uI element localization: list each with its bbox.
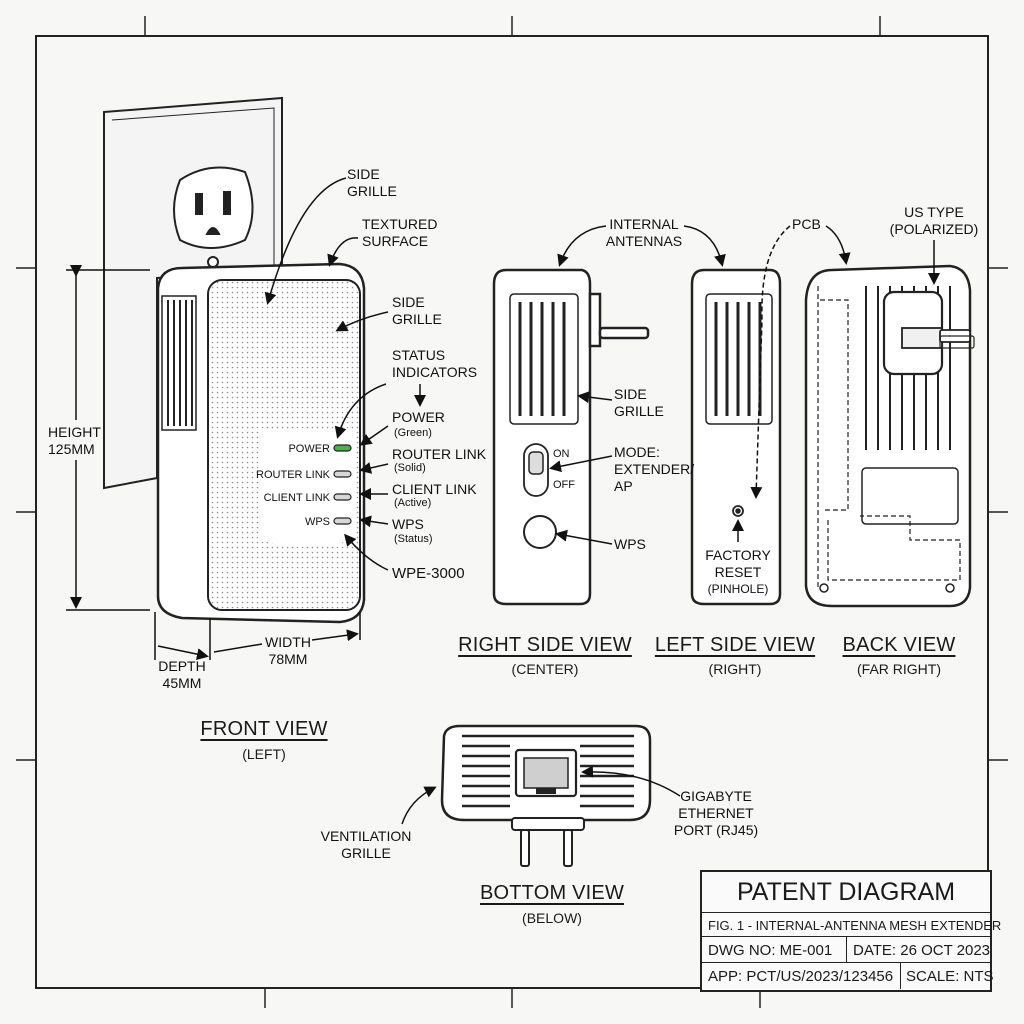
bottom-device [440, 724, 652, 867]
status-router-link-state: (Solid) [394, 462, 426, 474]
status-router-link-name: ROUTER LINK [392, 446, 487, 462]
led-label-power: POWER [288, 443, 330, 455]
left-side-view-title: LEFT SIDE VIEW [654, 634, 816, 656]
callout-wps-button: WPS [614, 536, 646, 552]
status-wps-state: (Status) [394, 533, 433, 545]
front-view-title: FRONT VIEW [200, 718, 328, 740]
title-block: PATENT DIAGRAM FIG. 1 - INTERNAL-ANTENNA… [700, 870, 1001, 992]
front-side-grille [167, 300, 193, 426]
title-block-dwg-row: DWG NO: ME-001 DATE: 26 OCT 2023 [702, 936, 990, 963]
callout-internal-antennas: INTERNAL ANTENNAS [605, 216, 683, 249]
wall-outlet [103, 96, 283, 490]
callout-pcb: PCB [792, 216, 821, 232]
led-indicators [333, 444, 352, 525]
right-side-view-title: RIGHT SIDE VIEW [458, 634, 632, 656]
led-label-wps: WPS [304, 516, 330, 528]
title-block-drawing-no: DWG NO: ME-001 [708, 941, 833, 959]
model-number: WPE-3000 [392, 565, 465, 582]
title-block-application: APP: PCT/US/2023/123456 [708, 967, 894, 985]
frame-ticks [16, 16, 1008, 1008]
title-block-scale: SCALE: NTS [906, 967, 994, 985]
callout-us-plug-type: US TYPE (POLARIZED) [889, 204, 979, 237]
switch-on-label: ON [553, 448, 570, 460]
callout-right-side-grille: SIDE GRILLE [614, 386, 664, 419]
title-block-figure-row: FIG. 1 - INTERNAL-ANTENNA MESH EXTENDER [702, 912, 1001, 937]
dimension-depth: DEPTH 45mm [158, 658, 206, 691]
status-client-link-name: CLIENT LINK [392, 481, 477, 497]
title-block-app-row: APP: PCT/US/2023/123456 SCALE: NTS [702, 962, 994, 989]
callout-status-indicators: STATUS INDICATORS [392, 347, 478, 380]
title-block-heading: PATENT DIAGRAM [736, 877, 956, 906]
callout-mode-switch: MODE: EXTENDER/ AP [614, 444, 695, 494]
right-side-view-subtitle: (CENTER) [511, 661, 579, 677]
led-label-router-link: ROUTER LINK [256, 469, 330, 481]
back-view-subtitle: (FAR RIGHT) [857, 661, 941, 677]
left-side-view-subtitle: (RIGHT) [708, 661, 762, 677]
title-block-date: DATE: 26 OCT 2023 [853, 941, 991, 959]
callout-side-grille-top: SIDE GRILLE [347, 166, 397, 199]
switch-off-label: OFF [553, 479, 575, 491]
callout-factory-reset: FACTORY RESET [705, 547, 771, 580]
callout-textured-surface: TEXTURED SURFACE [362, 216, 438, 249]
back-device [804, 264, 975, 608]
front-device-body [156, 262, 366, 624]
bottom-view-title: BOTTOM VIEW [479, 882, 625, 904]
dimension-height: HEIGHT 125mm [48, 424, 101, 457]
callout-pinhole: (PINHOLE) [707, 582, 769, 596]
status-power-name: POWER [392, 409, 445, 425]
callout-ventilation-grille: VENTILATION GRILLE [320, 828, 412, 861]
bottom-view-subtitle: (BELOW) [522, 910, 582, 926]
status-client-link-state: (Active) [394, 497, 432, 509]
front-view-subtitle: (LEFT) [242, 746, 286, 762]
callout-side-grille-mid: SIDE GRILLE [392, 294, 442, 327]
title-block-figure: FIG. 1 - INTERNAL-ANTENNA MESH EXTENDER [708, 917, 1002, 933]
led-label-client-link: CLIENT LINK [263, 492, 330, 504]
callout-ethernet-port: GIGABYTE ETHERNET PORT (RJ45) [673, 788, 759, 838]
dimension-width: WIDTH 78mm [265, 634, 311, 667]
back-view-title: BACK VIEW [842, 634, 956, 656]
status-power-state: (Green) [394, 427, 432, 439]
status-wps-name: WPS [392, 516, 424, 532]
left-side-device [690, 268, 782, 606]
right-side-device [492, 268, 650, 606]
dimension-lines [66, 265, 361, 661]
